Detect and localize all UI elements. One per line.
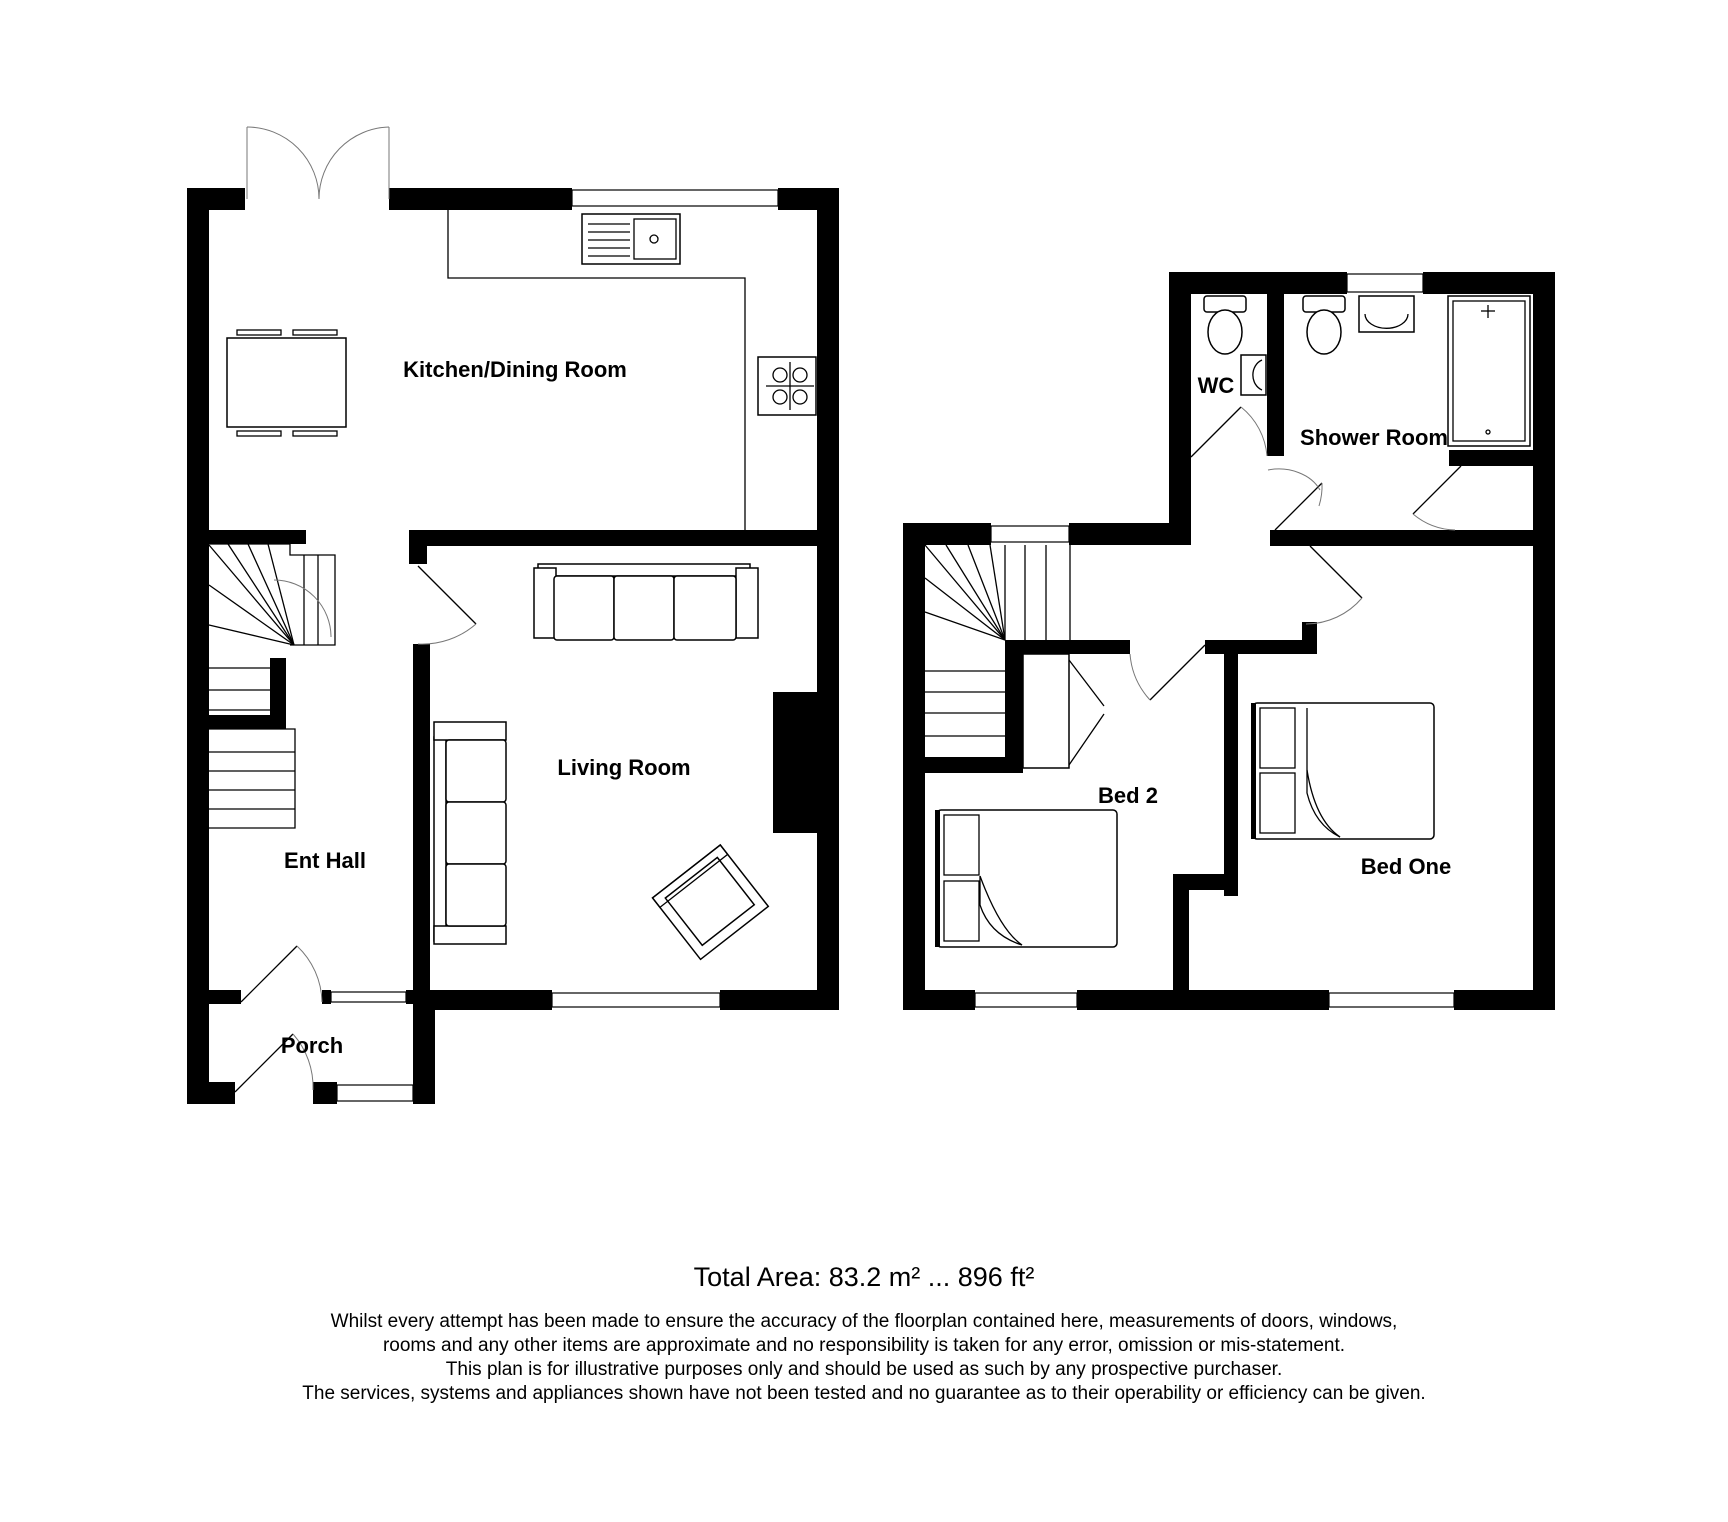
wall — [1173, 874, 1238, 890]
wall — [1454, 990, 1555, 1010]
disclaimer-line: The services, systems and appliances sho… — [302, 1383, 1426, 1404]
wall — [409, 530, 839, 546]
wall — [1169, 272, 1347, 294]
door — [240, 945, 323, 1003]
patio-door — [246, 126, 390, 200]
window — [336, 1084, 414, 1102]
room-label-shower: Shower Room — [1300, 425, 1448, 450]
wall — [903, 523, 925, 1010]
sink — [581, 213, 681, 265]
wall — [1205, 640, 1315, 654]
wall — [1423, 272, 1555, 294]
wall — [313, 1082, 337, 1104]
wall — [1005, 640, 1130, 654]
door — [1305, 545, 1363, 625]
room-label-kitchen: Kitchen/Dining Room — [403, 357, 627, 382]
room-label-bed1: Bed One — [1361, 854, 1451, 879]
door — [1129, 644, 1206, 701]
window — [1328, 992, 1455, 1008]
wall — [1449, 450, 1533, 466]
door — [417, 565, 477, 645]
wall — [322, 990, 331, 1004]
room-label-bed2: Bed 2 — [1098, 783, 1158, 808]
wall — [389, 188, 572, 210]
sofa — [433, 721, 507, 945]
wall — [187, 1082, 235, 1104]
first-floor: WC Shower Room Bed 2 Bed One — [903, 272, 1555, 1010]
disclaimer-line: Whilst every attempt has been made to en… — [330, 1311, 1398, 1332]
wall — [1169, 272, 1191, 545]
wall — [413, 990, 435, 1104]
basin — [1358, 295, 1415, 333]
disclaimer-line: This plan is for illustrative purposes o… — [445, 1359, 1283, 1380]
wall — [903, 990, 975, 1010]
window — [990, 525, 1070, 543]
dining-table — [226, 329, 347, 437]
wall — [1270, 530, 1555, 546]
room-label-hall: Ent Hall — [284, 848, 366, 873]
wall — [187, 188, 209, 1101]
wall — [409, 530, 427, 564]
room-label-wc: WC — [1198, 373, 1235, 398]
wall — [413, 644, 430, 1010]
wall — [1005, 640, 1023, 773]
armchair — [651, 843, 770, 961]
window — [1346, 273, 1424, 293]
hob — [757, 356, 817, 416]
wall — [1302, 622, 1317, 654]
toilet — [1203, 295, 1247, 355]
toilet — [1302, 295, 1346, 355]
wall — [209, 990, 241, 1004]
total-area: Total Area: 83.2 m² ... 896 ft² — [693, 1262, 1035, 1292]
room-label-living: Living Room — [557, 755, 690, 780]
room-label-porch: Porch — [281, 1033, 343, 1058]
basin — [1240, 354, 1267, 396]
window — [551, 992, 721, 1008]
staircase — [208, 543, 336, 829]
cupboard — [1022, 653, 1105, 769]
sofa — [533, 563, 759, 641]
kitchen-worktop — [447, 210, 746, 530]
door — [234, 1033, 314, 1093]
door — [1190, 406, 1268, 458]
wall — [413, 990, 552, 1010]
window — [571, 189, 779, 207]
wall — [1224, 654, 1238, 896]
wall — [1173, 874, 1189, 990]
wall — [1069, 523, 1191, 545]
wall — [925, 757, 1023, 773]
disclaimer: Whilst every attempt has been made to en… — [0, 1310, 1728, 1406]
window — [974, 992, 1078, 1008]
shower-tray — [1447, 295, 1531, 447]
ground-floor: Kitchen/Dining Room Living Room Ent Hall… — [187, 126, 839, 1104]
chimney-breast — [773, 692, 819, 833]
wall — [1533, 272, 1555, 1010]
staircase — [924, 544, 1071, 737]
window — [330, 991, 407, 1003]
double-bed — [935, 809, 1118, 948]
wall — [720, 990, 839, 1010]
wall — [1267, 290, 1284, 456]
wall — [1077, 990, 1329, 1010]
door — [1412, 465, 1462, 531]
double-bed — [1251, 702, 1435, 840]
door — [1267, 468, 1323, 531]
wall — [817, 188, 839, 1010]
wall — [209, 530, 306, 544]
disclaimer-line: rooms and any other items are approximat… — [382, 1335, 1346, 1356]
